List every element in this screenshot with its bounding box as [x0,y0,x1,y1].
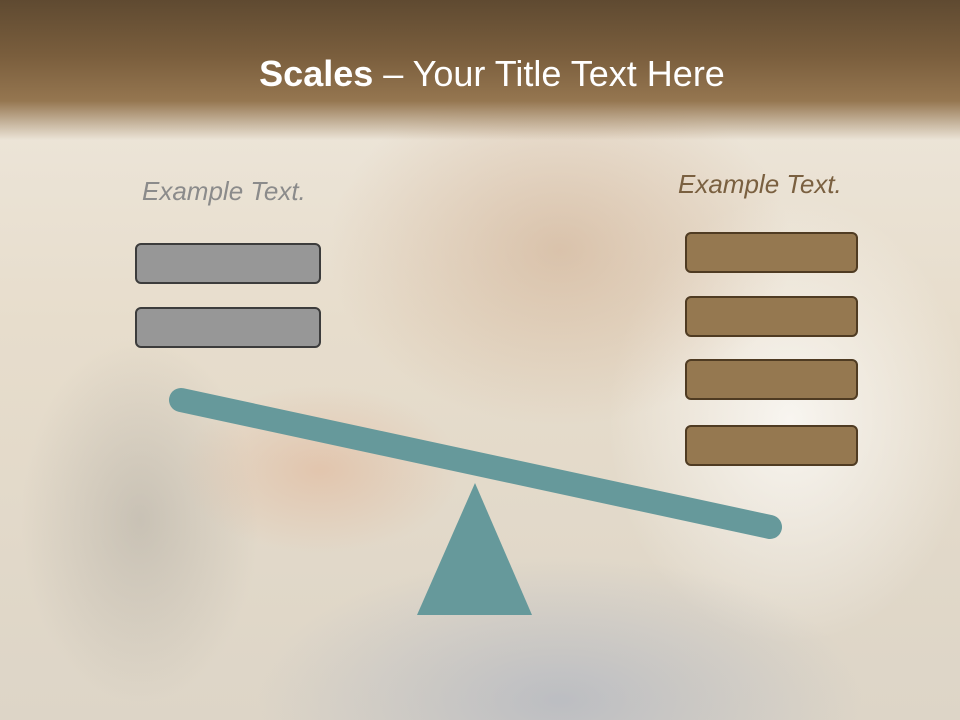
scale-beam [169,388,782,539]
left-box-1[interactable] [135,243,321,284]
left-caption: Example Text. [142,176,306,206]
title-banner [0,0,960,140]
scale-fulcrum [417,483,532,615]
right-box-1[interactable] [685,232,858,273]
right-box-3[interactable] [685,359,858,400]
right-box-2[interactable] [685,296,858,337]
slide-title: Scales – Your Title Text Here [0,52,960,96]
left-box-2[interactable] [135,307,321,348]
right-box-4[interactable] [685,425,858,466]
right-caption: Example Text. [678,169,842,199]
title-regular-part: – Your Title Text Here [373,53,725,94]
title-bold-part: Scales [259,53,374,94]
